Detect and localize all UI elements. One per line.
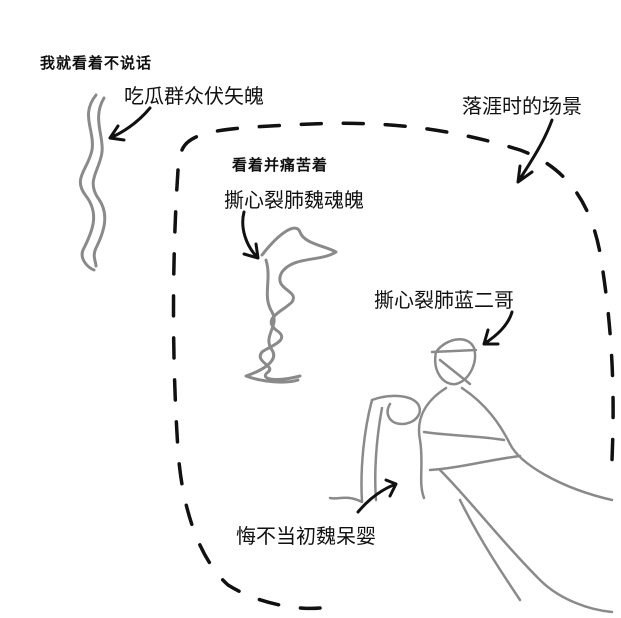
pain-caption: 看着并痛苦着 (232, 156, 329, 174)
wei-soul-label: 撕心裂肺魏魂魄 (224, 188, 364, 212)
wei-soul-wisp (244, 226, 338, 384)
arrow-lan-erge (482, 310, 514, 346)
cliff-scene-label: 落涯时的场景 (462, 94, 582, 118)
top-caption: 我就看着不说话 (40, 54, 153, 72)
lan-erge-figure (417, 338, 614, 502)
arrow-cliff-scene (516, 118, 554, 184)
arrow-wei-ying (356, 478, 398, 514)
melon-crowd-squiggle (78, 93, 107, 272)
wei-ying-figure (328, 394, 614, 614)
lan-erge-label: 撕心裂肺蓝二哥 (374, 288, 514, 312)
melon-crowd-label: 吃瓜群众伏矢魄 (124, 84, 264, 108)
cliff-dashed-outline (171, 121, 615, 611)
arrow-wei-soul (241, 210, 260, 260)
arrow-melon-crowd (108, 106, 152, 142)
wei-ying-label: 悔不当初魏呆婴 (236, 524, 376, 548)
